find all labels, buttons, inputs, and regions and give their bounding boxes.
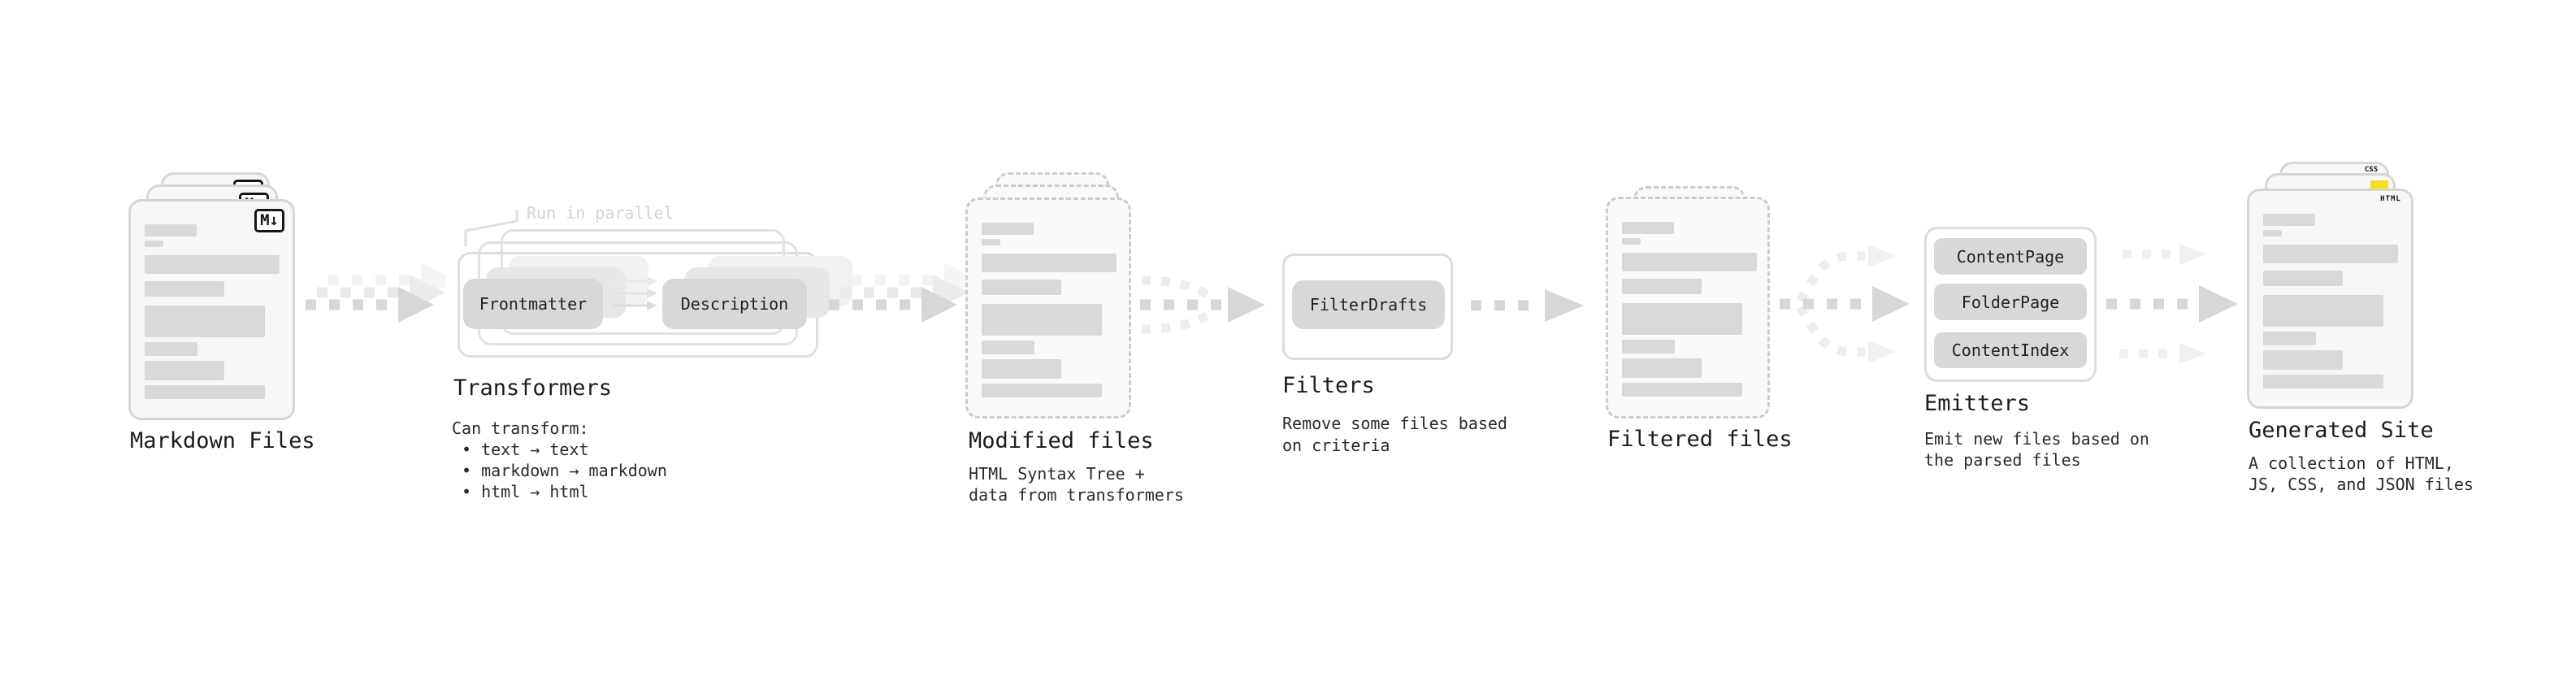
generated-site-title: Generated Site [2249,418,2434,443]
flow-arrow-markdown-to-transformers [306,264,445,323]
js-icon [2370,180,2388,189]
html5-icon-label: HTML [2380,195,2401,203]
transformers-description: Can transform: • text → text • markdown … [452,418,667,502]
filter-node-filterdrafts: FilterDrafts [1292,280,1445,329]
placeholder-bar [982,304,1102,336]
placeholder-bar [145,241,163,247]
placeholder-bar [982,254,1117,272]
placeholder-bar [145,224,197,236]
emitter-node-folderpage: FolderPage [1934,284,2087,320]
placeholder-bar [1622,358,1702,378]
note-leader-line [464,210,518,246]
placeholder-bar [982,223,1034,235]
generated-site-description: A collection of HTML, JS, CSS, and JSON … [2249,453,2474,495]
flow-arrow-filters-to-filtered [1471,289,1584,322]
filtered-file-card-front [1606,197,1770,419]
placeholder-bar [1622,222,1674,234]
run-in-parallel-note: Run in parallel [527,203,674,223]
transformer-node-frontmatter: Frontmatter [463,279,603,329]
placeholder-bar [145,306,265,337]
filtered-files-title: Filtered files [1607,427,1793,452]
generated-desc-line: JS, CSS, and JSON files [2249,475,2474,494]
html5-icon: HTML 5 [2379,195,2403,203]
emitter-node-contentpage: ContentPage [1934,238,2087,275]
emitters-desc-line: Emit new files based on [1924,429,2149,449]
emitters-description: Emit new files based on the parsed files [1924,428,2149,471]
placeholder-bar [1622,253,1757,271]
placeholder-bar [145,385,265,399]
placeholder-bar [2263,375,2383,388]
markdown-file-card-front: M↓ [128,199,295,420]
transformers-bullet: • markdown → markdown [462,461,667,480]
flow-arrow-modified-to-filters [1140,275,1265,334]
generated-desc-line: A collection of HTML, [2249,453,2454,473]
placeholder-bar [982,340,1034,354]
placeholder-bar [2263,230,2282,236]
parallel-arrows [611,276,657,310]
flow-arrow-filtered-to-emitters [1780,245,1910,363]
placeholder-bar [982,280,1061,295]
placeholder-bar [145,281,224,297]
filters-desc-line: on criteria [1282,436,1390,455]
placeholder-bar [1622,303,1742,335]
placeholder-bar [145,342,197,356]
placeholder-bar [1622,238,1641,245]
emitter-node-contentindex: ContentIndex [1934,332,2087,368]
flow-arrow-transformers-to-modified [829,264,969,323]
filters-desc-line: Remove some files based [1282,414,1507,433]
filters-description: Remove some files based on criteria [1282,413,1507,457]
modified-files-title: Modified files [969,428,1154,453]
placeholder-bar [2263,245,2398,263]
emitters-desc-line: the parsed files [1924,450,2081,470]
modified-desc-line: HTML Syntax Tree + [969,464,1145,484]
placeholder-bar [145,255,280,274]
modified-desc-line: data from transformers [969,485,1184,505]
placeholder-bar [2263,295,2383,327]
css-icon-label: CSS [2364,166,2379,174]
placeholder-bar [982,239,1000,245]
generated-file-card-html: HTML 5 [2247,189,2413,409]
placeholder-bar [1622,340,1675,354]
placeholder-bar [982,359,1061,379]
markdown-files-title: Markdown Files [130,428,315,453]
markdown-icon: M↓ [254,209,284,232]
placeholder-bar [2263,271,2343,286]
transformers-bullet: • text → text [462,440,589,459]
placeholder-bar [982,384,1102,397]
emitters-title: Emitters [1924,391,2031,416]
transformers-title: Transformers [453,375,613,401]
placeholder-bar [2263,350,2343,370]
transformer-node-description: Description [662,279,807,329]
placeholder-bar [1622,279,1702,294]
modified-files-description: HTML Syntax Tree + data from transformer… [969,463,1184,505]
filters-title: Filters [1282,373,1375,398]
placeholder-bar [145,361,224,380]
transformers-bullet: • html → html [462,482,589,501]
placeholder-bar [2263,332,2316,345]
placeholder-bar [2263,214,2315,226]
placeholder-bar [1622,383,1742,397]
transformers-desc-heading: Can transform: [452,419,589,438]
flow-arrow-emitters-to-generated [2106,244,2238,364]
modified-file-card-front [965,197,1131,419]
